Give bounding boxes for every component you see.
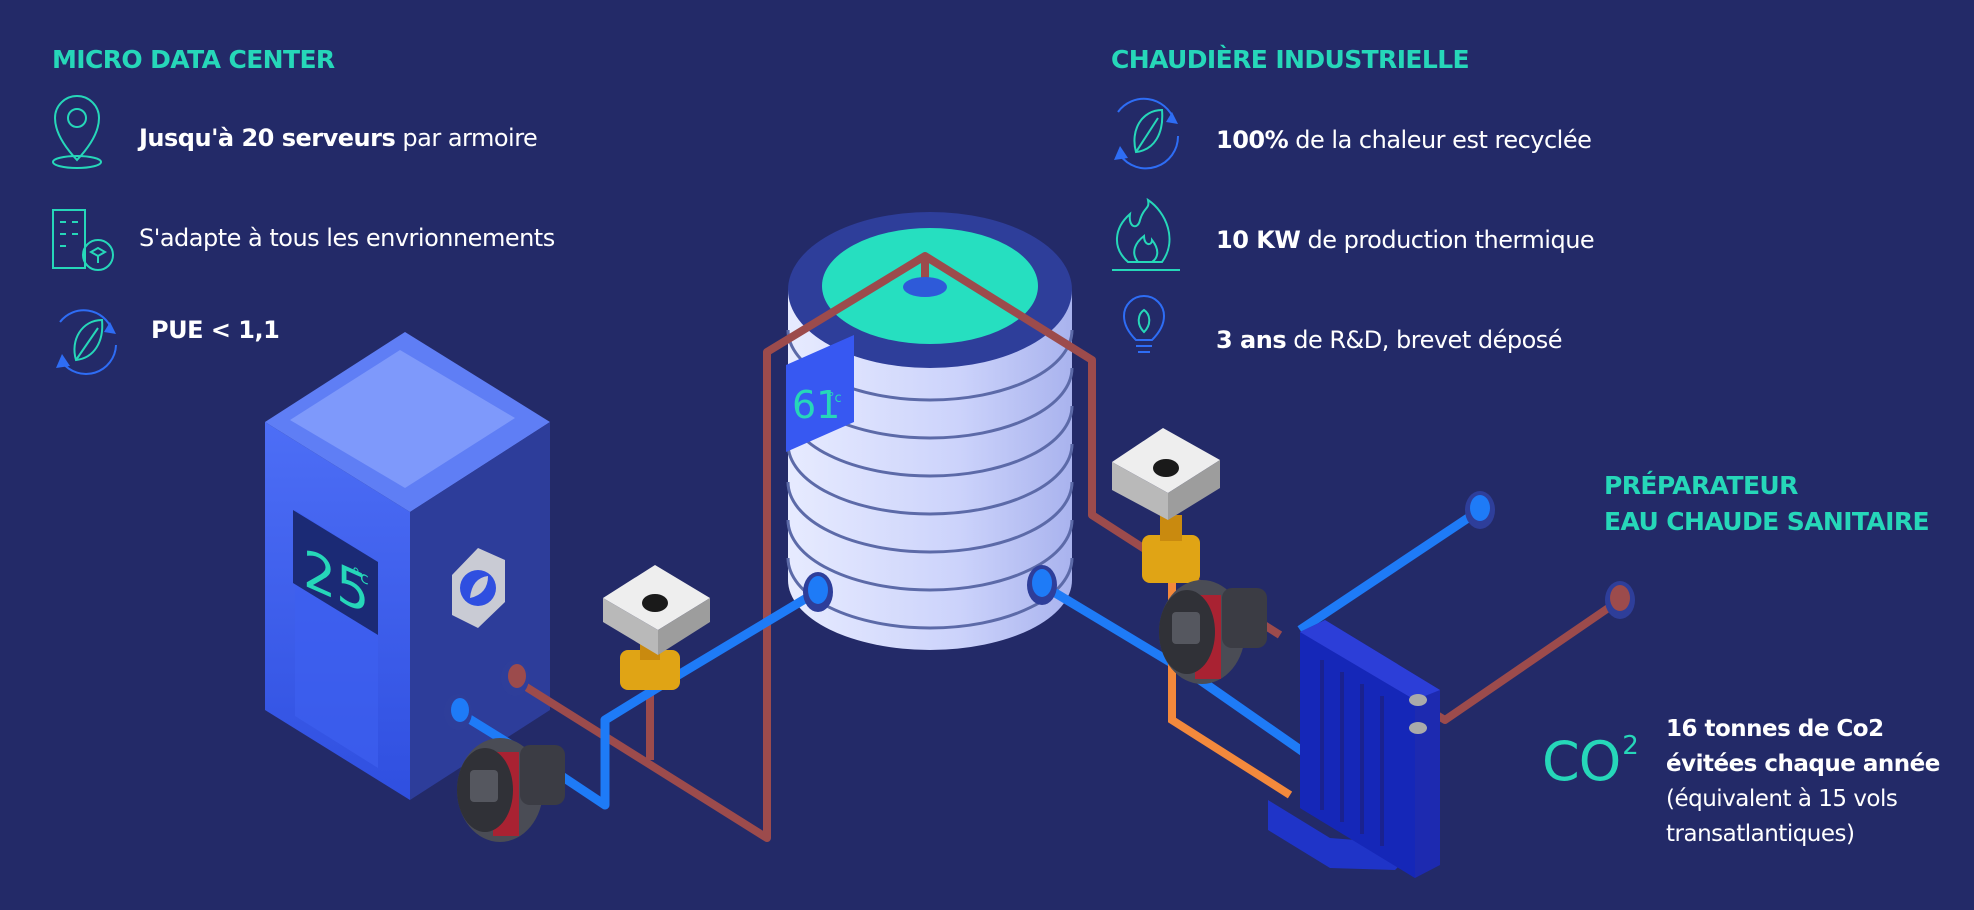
feature-thermal-production-bold: 10 KW xyxy=(1216,226,1301,254)
server-logo-badge xyxy=(452,548,505,628)
co2-symbol: CO2 xyxy=(1542,730,1639,793)
lightbulb-leaf-icon xyxy=(1122,295,1166,353)
feature-rnd-bold: 3 ans xyxy=(1216,326,1287,354)
feature-adapt: S'adapte à tous les envrionnements xyxy=(139,224,555,252)
valve-right xyxy=(1112,428,1220,583)
feature-pue: PUE < 1,1 xyxy=(151,316,280,344)
feature-thermal-production-text: de production thermique xyxy=(1300,226,1595,254)
pump-right xyxy=(1159,580,1267,684)
water-heater-title-line1: PRÉPARATEUR xyxy=(1604,471,1798,500)
micro-data-center-title: MICRO DATA CENTER xyxy=(52,45,335,74)
building-icon xyxy=(52,209,114,271)
feature-pue-bold: PUE < 1,1 xyxy=(151,316,280,344)
industrial-boiler-title: CHAUDIÈRE INDUSTRIELLE xyxy=(1111,45,1470,74)
feature-adapt-text: S'adapte à tous les envrionnements xyxy=(139,224,555,252)
co2-symbol-text: CO xyxy=(1542,730,1621,793)
flame-icon xyxy=(1112,197,1180,271)
co2-savings-detail: (équivalent à 15 vols transatlantiques) xyxy=(1666,786,1898,847)
feature-heat-recycled-bold: 100% xyxy=(1216,126,1289,154)
server-cabinet: 25 °c xyxy=(265,332,550,800)
boiler-temperature-unit: °c xyxy=(828,391,842,406)
recycle-leaf-icon xyxy=(1114,97,1180,170)
feature-heat-recycled-text: de la chaleur est recyclée xyxy=(1288,126,1592,154)
water-heater-unit xyxy=(1268,620,1440,878)
co2-savings-bold: 16 tonnes de Co2 évitées chaque année xyxy=(1666,716,1940,777)
recycle-leaf-icon xyxy=(56,309,117,375)
feature-servers: Jusqu'à 20 serveurs par armoire xyxy=(139,124,538,152)
feature-thermal-production: 10 KW de production thermique xyxy=(1216,226,1595,254)
valve-left xyxy=(603,565,710,690)
water-heater-title: PRÉPARATEUR EAU CHAUDE SANITAIRE xyxy=(1604,468,1930,541)
feature-rnd-text: de R&D, brevet déposé xyxy=(1286,326,1563,354)
co2-savings-text: 16 tonnes de Co2 évitées chaque année (é… xyxy=(1666,712,1956,852)
co2-superscript: 2 xyxy=(1622,731,1639,761)
feature-servers-bold: Jusqu'à 20 serveurs xyxy=(139,124,396,152)
pump-left xyxy=(457,738,565,842)
map-pin-icon xyxy=(52,95,102,169)
boiler-temperature-value: 61 xyxy=(792,383,840,427)
boiler-temperature-display: 61 °c xyxy=(786,335,854,452)
server-temperature-unit: °c xyxy=(352,562,369,589)
feature-heat-recycled: 100% de la chaleur est recyclée xyxy=(1216,126,1592,154)
feature-rnd: 3 ans de R&D, brevet déposé xyxy=(1216,326,1563,354)
pipe-fittings xyxy=(444,277,1635,730)
feature-servers-text: par armoire xyxy=(395,124,538,152)
boiler-tank: 61 °c xyxy=(786,212,1074,650)
water-heater-title-line2: EAU CHAUDE SANITAIRE xyxy=(1604,507,1930,537)
